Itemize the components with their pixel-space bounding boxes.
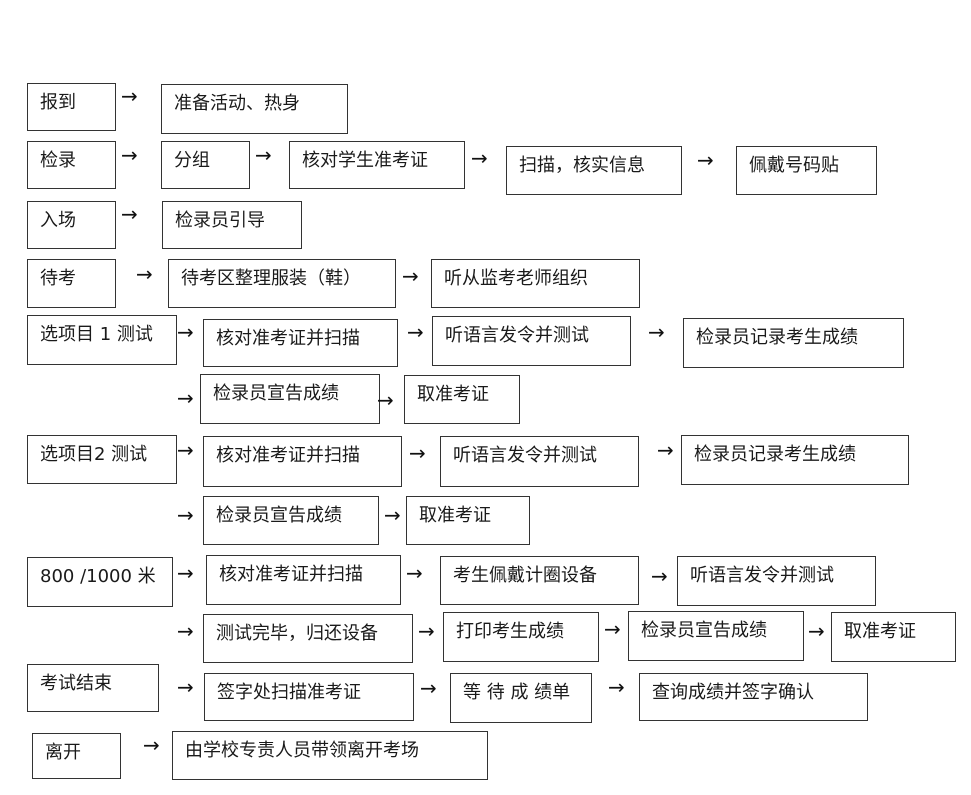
step-box-item1-announce: 检录员宣告成绩 (200, 374, 380, 424)
flow-arrow: → (697, 148, 714, 172)
step-box-wait: 待考 (27, 259, 116, 308)
step-box-exam-end: 考试结束 (27, 664, 159, 712)
flow-arrow: → (143, 733, 160, 757)
step-box-sign-scan: 签字处扫描准考证 (204, 673, 414, 721)
flow-arrow: → (418, 619, 435, 643)
step-box-run-scan: 核对准考证并扫描 (206, 555, 401, 605)
flow-arrow: → (177, 675, 194, 699)
step-box-enter: 入场 (27, 201, 116, 249)
flow-arrow: → (177, 320, 194, 344)
step-box-run-device: 考生佩戴计圈设备 (440, 556, 639, 605)
flow-arrow: → (177, 503, 194, 527)
step-box-scan-verify: 扫描，核实信息 (506, 146, 682, 195)
flow-arrow: → (177, 561, 194, 585)
flow-arrow: → (406, 561, 423, 585)
flow-arrow: → (402, 264, 419, 288)
step-box-run-return-device: 测试完毕，归还设备 (203, 614, 413, 663)
flow-arrow: → (657, 438, 674, 462)
flow-arrow: → (177, 438, 194, 462)
flow-arrow: → (136, 262, 153, 286)
step-box-follow-proctor: 听从监考老师组织 (431, 259, 640, 308)
flow-arrow: → (648, 320, 665, 344)
step-box-confirm: 查询成绩并签字确认 (639, 673, 868, 721)
step-box-number-sticker: 佩戴号码贴 (736, 146, 877, 195)
step-box-baodao: 报到 (27, 83, 116, 131)
step-box-item1-scan: 核对准考证并扫描 (203, 319, 398, 367)
step-box-run-return-ticket: 取准考证 (831, 612, 956, 662)
flow-arrow: → (471, 146, 488, 170)
step-box-item2-start: 听语言发令并测试 (440, 436, 639, 487)
flow-arrow: → (177, 386, 194, 410)
step-box-item2-announce: 检录员宣告成绩 (203, 496, 379, 545)
step-box-wait-results: 等 待 成 绩单 (450, 673, 592, 723)
flow-arrow: → (121, 84, 138, 108)
step-box-item1-return-ticket: 取准考证 (404, 375, 520, 424)
step-box-item2-record: 检录员记录考生成绩 (681, 435, 909, 485)
step-box-run-announce: 检录员宣告成绩 (628, 611, 804, 661)
step-box-warmup: 准备活动、热身 (161, 84, 348, 134)
step-box-item2-return-ticket: 取准考证 (406, 496, 530, 545)
step-box-dress: 待考区整理服装（鞋） (168, 259, 396, 308)
step-box-run-print: 打印考生成绩 (443, 612, 599, 662)
step-box-item2-scan: 核对准考证并扫描 (203, 436, 402, 487)
flow-arrow: → (409, 441, 426, 465)
step-box-jianlu: 检录 (27, 141, 116, 189)
flow-arrow: → (420, 676, 437, 700)
flow-arrow: → (604, 617, 621, 641)
flow-arrow: → (177, 619, 194, 643)
step-box-item2: 选项目2 测试 (27, 435, 177, 484)
flow-arrow: → (608, 675, 625, 699)
step-box-run: 800 /1000 米 (27, 557, 173, 607)
flow-arrow: → (651, 564, 668, 588)
flow-arrow: → (384, 503, 401, 527)
flow-arrow: → (407, 320, 424, 344)
flow-arrow: → (255, 143, 272, 167)
step-box-item1-start: 听语言发令并测试 (432, 316, 631, 366)
step-box-guide: 检录员引导 (162, 201, 302, 249)
step-box-item1-record: 检录员记录考生成绩 (683, 318, 904, 368)
step-box-leave: 离开 (32, 733, 121, 779)
flow-arrow: → (121, 143, 138, 167)
flow-arrow: → (377, 388, 394, 412)
step-box-escort-out: 由学校专责人员带领离开考场 (172, 731, 488, 780)
step-box-run-start: 听语言发令并测试 (677, 556, 876, 606)
step-box-group: 分组 (161, 141, 250, 189)
flow-arrow: → (121, 202, 138, 226)
step-box-item1: 选项目 1 测试 (27, 315, 177, 365)
flow-arrow: → (808, 619, 825, 643)
step-box-check-ticket: 核对学生准考证 (289, 141, 465, 189)
